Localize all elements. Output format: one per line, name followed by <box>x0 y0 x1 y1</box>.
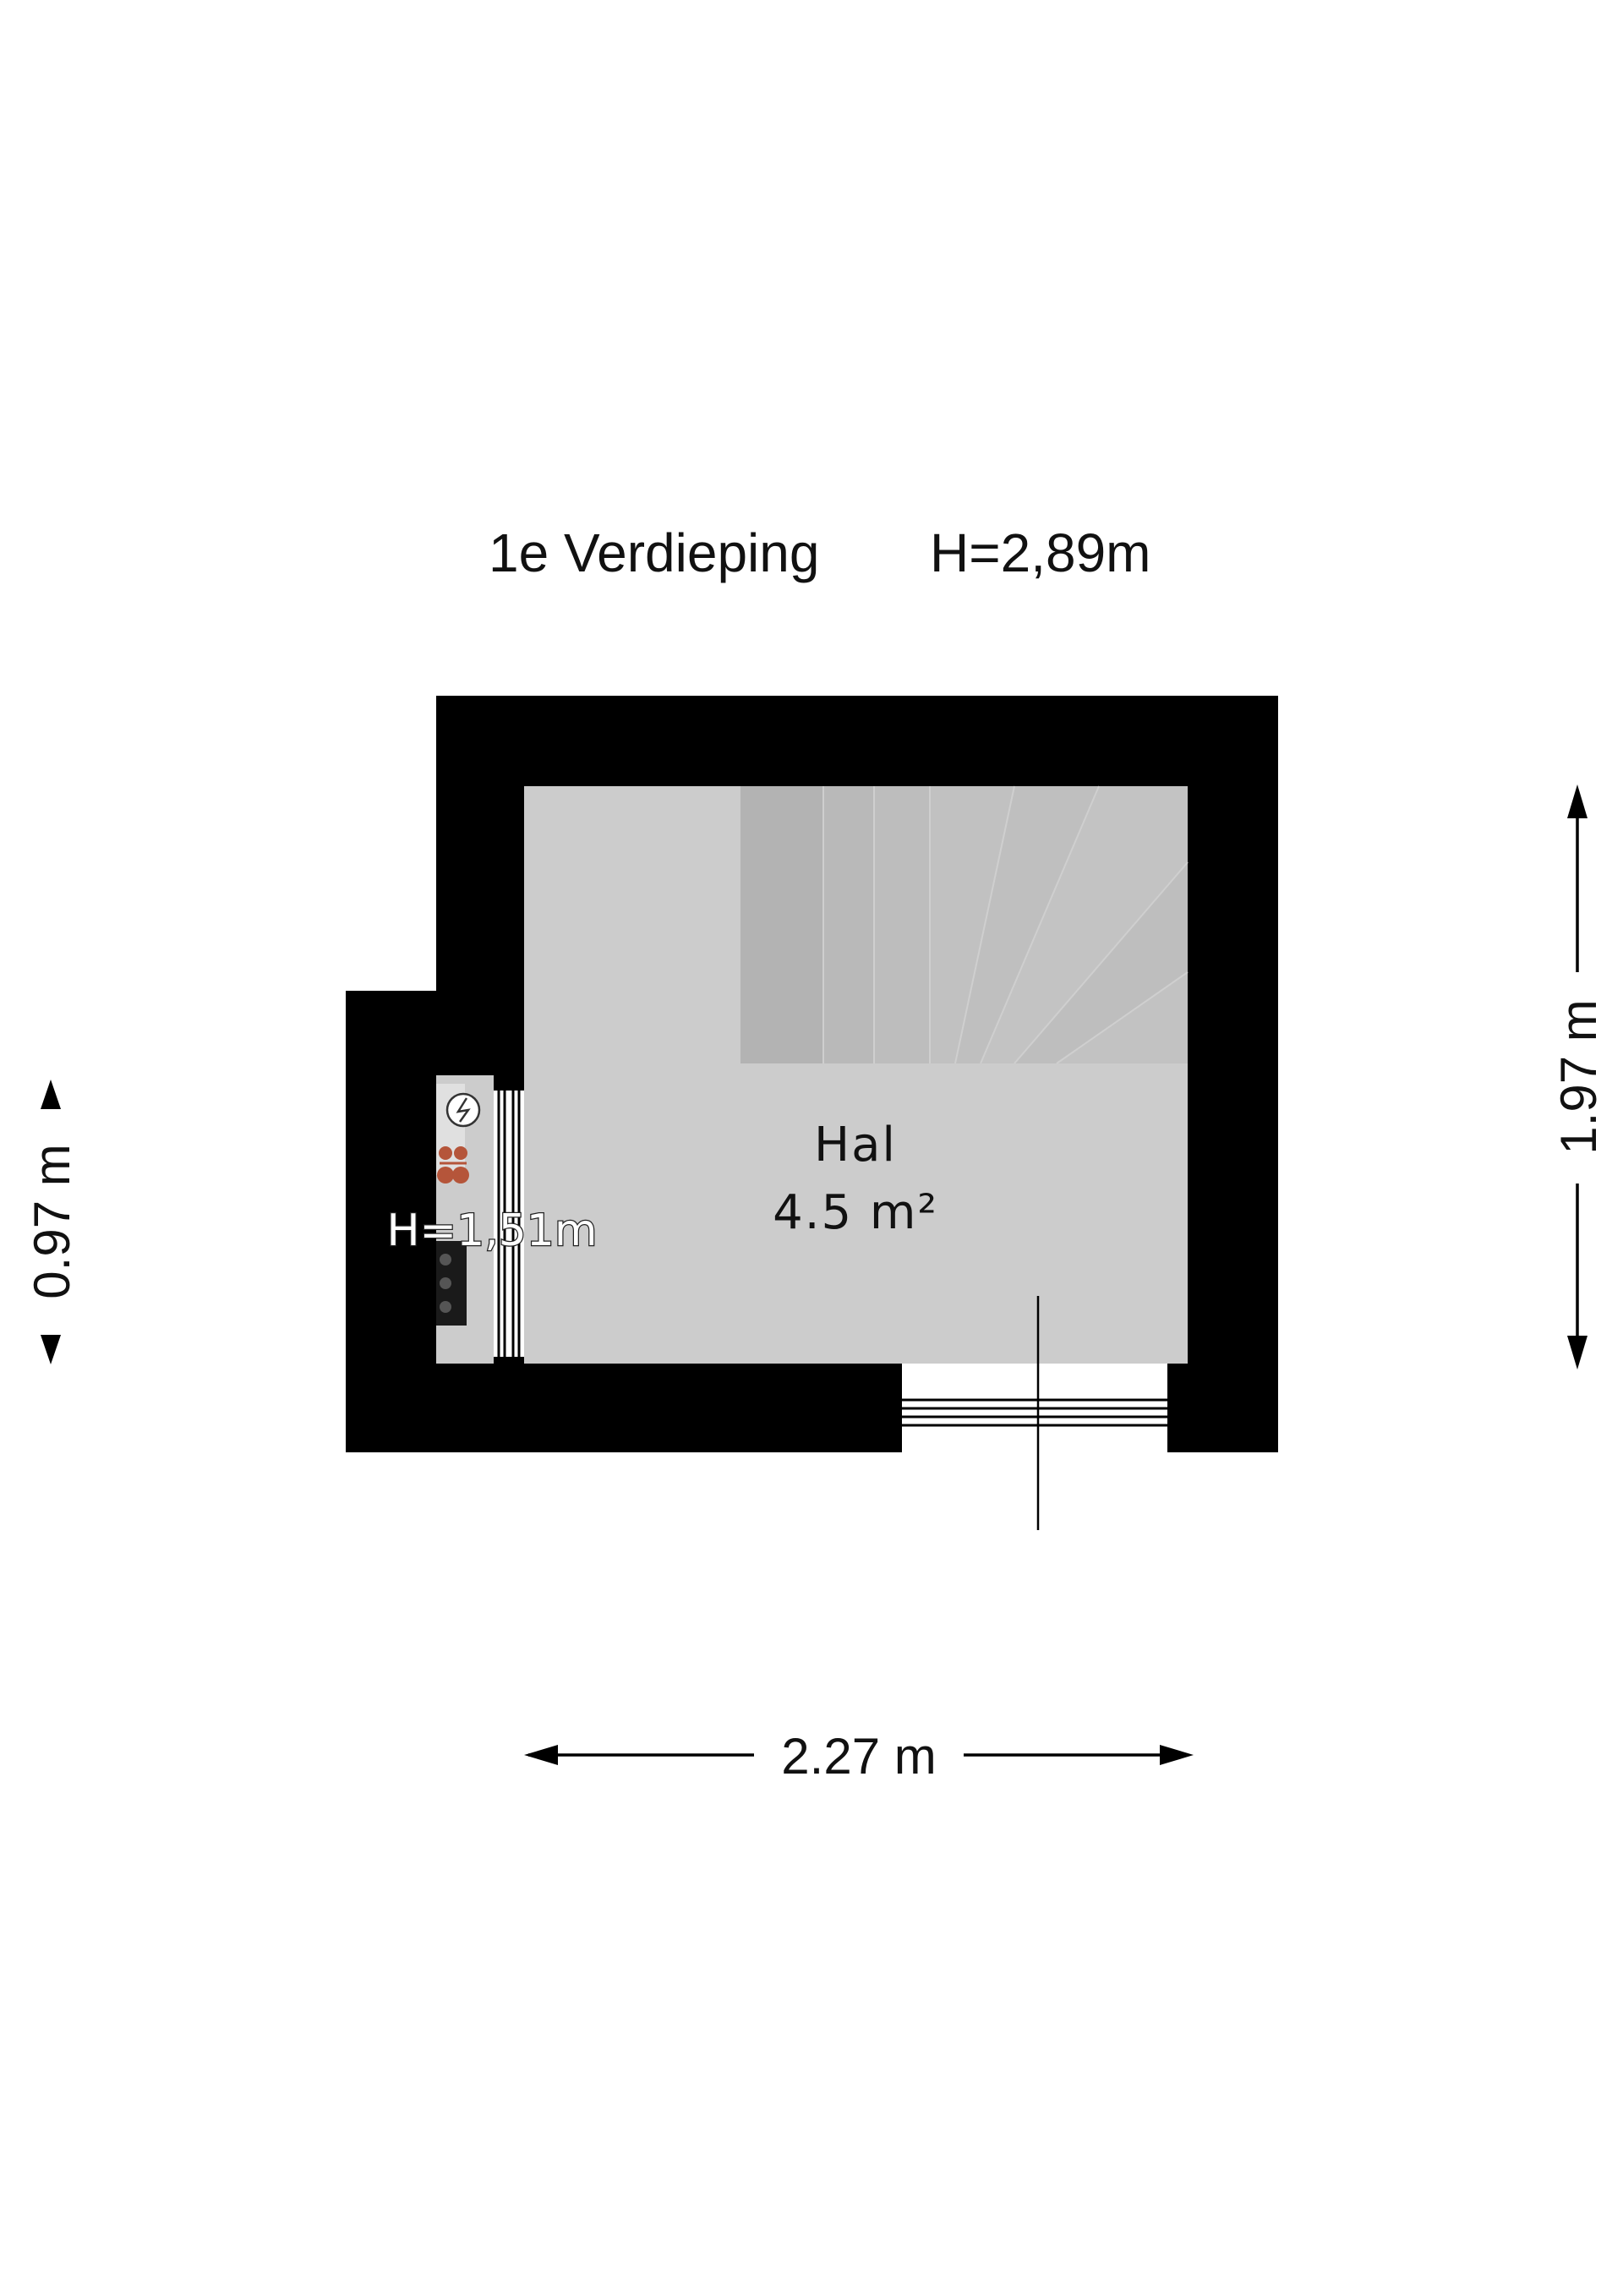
room-name: Hal <box>814 1118 897 1173</box>
arrow-down-icon <box>1567 1336 1587 1369</box>
walls <box>346 696 1278 1452</box>
meter-cabinet <box>436 1084 481 1326</box>
room-area: 4.5 m² <box>773 1185 938 1240</box>
wall-alcove-top <box>346 991 524 1075</box>
arrow-left-icon <box>524 1745 558 1765</box>
window-icon <box>494 1075 524 1369</box>
arrow-right-icon <box>1160 1745 1194 1765</box>
wall-top <box>436 696 1278 786</box>
arrow-up-icon <box>41 1080 61 1109</box>
wall-right <box>1188 696 1278 1452</box>
width-label: 2.27 m <box>781 1728 936 1785</box>
left-height-label: 0.97 m <box>24 1144 80 1298</box>
electric-meter-icon <box>445 1092 481 1128</box>
door-icon <box>902 1296 1167 1530</box>
right-height-dimension: 1.97 m <box>1550 784 1607 1369</box>
wall-bottom-left <box>346 1364 902 1452</box>
right-height-label: 1.97 m <box>1550 999 1607 1154</box>
outlet-strip-icon <box>436 1241 467 1326</box>
arrow-up-icon <box>1567 784 1587 818</box>
floor-title: 1e Verdieping <box>489 522 819 583</box>
wall-bottom-right <box>1167 1364 1278 1452</box>
gas-valves-icon <box>437 1146 469 1184</box>
left-height-dimension: 0.97 m <box>24 1080 80 1364</box>
alcove-height: H=1,51m <box>386 1205 597 1256</box>
staircase-icon <box>740 785 1189 1064</box>
floor-height: H=2,89m <box>930 522 1150 583</box>
width-dimension: 2.27 m <box>524 1728 1194 1785</box>
arrow-down-icon <box>41 1335 61 1364</box>
